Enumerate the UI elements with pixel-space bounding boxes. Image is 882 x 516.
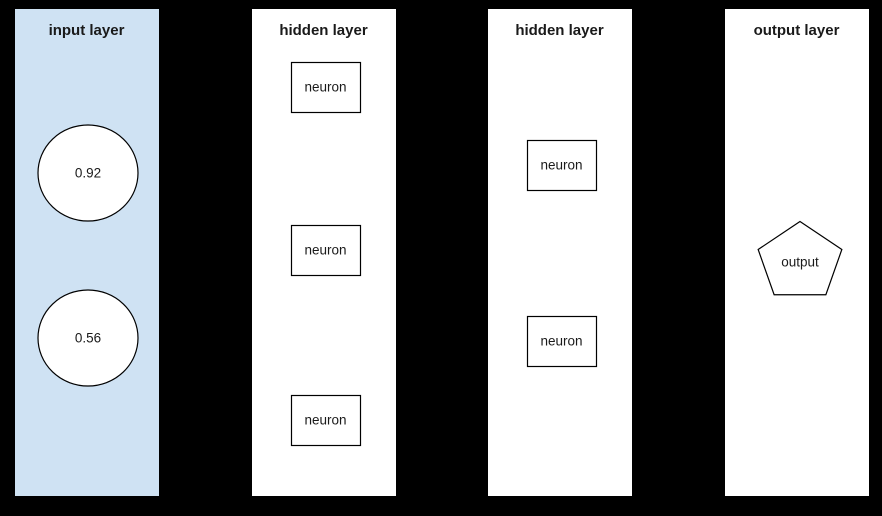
node-h2-1[interactable]: neuron xyxy=(526,139,598,192)
node-in-1[interactable]: 0.92 xyxy=(37,124,139,222)
nodes: 0.92 0.56 neuron neuron neuron neuron neuron ou… xyxy=(37,61,843,447)
node-shape-ellipse xyxy=(37,289,139,387)
layer-title-output: output layer xyxy=(754,22,840,39)
layer-title-hidden-2: hidden layer xyxy=(515,22,604,39)
node-h1-3[interactable]: neuron xyxy=(290,394,362,447)
node-shape-rect xyxy=(290,394,362,447)
node-label-h2-1: neuron xyxy=(540,158,582,173)
layer-title-input: input layer xyxy=(49,22,125,39)
node-out-1[interactable]: output xyxy=(757,220,843,296)
layer-panels xyxy=(14,8,870,497)
connection-edges xyxy=(138,87,758,420)
node-label-out-1: output xyxy=(781,255,819,270)
node-label-in-1: 0.92 xyxy=(75,166,101,181)
node-label-h1-2: neuron xyxy=(304,243,346,258)
layer-panel-hidden-2 xyxy=(487,8,633,497)
node-h1-1[interactable]: neuron xyxy=(290,61,362,114)
node-label-in-2: 0.56 xyxy=(75,331,101,346)
node-shape-rect xyxy=(290,61,362,114)
node-shape-ellipse xyxy=(37,124,139,222)
node-shape-rect xyxy=(526,315,598,368)
node-h2-2[interactable]: neuron xyxy=(526,315,598,368)
node-label-h2-2: neuron xyxy=(540,334,582,349)
layer-titles: input layer hidden layer hidden layer outpu… xyxy=(49,22,840,39)
node-shape-rect xyxy=(526,139,598,192)
layer-panel-input xyxy=(14,8,160,497)
node-shape-pentagon xyxy=(757,220,843,296)
node-h1-2[interactable]: neuron xyxy=(290,224,362,277)
layer-title-hidden-1: hidden layer xyxy=(279,22,368,39)
node-label-h1-3: neuron xyxy=(304,413,346,428)
node-shape-rect xyxy=(290,224,362,277)
node-label-h1-1: neuron xyxy=(304,80,346,95)
node-in-2[interactable]: 0.56 xyxy=(37,289,139,387)
